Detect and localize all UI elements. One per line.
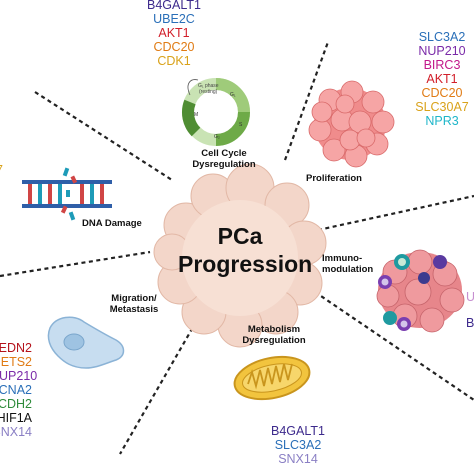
gene-name: EDN2 [0, 341, 32, 355]
gene-name: ETS2 [0, 355, 32, 369]
migration-cell-icon [47, 316, 125, 369]
spoke-immuno [317, 194, 474, 232]
category-immuno-line-1: Immuno- [322, 253, 363, 264]
mitochondrion-icon [233, 355, 311, 401]
gene-name: SLC3A2 [274, 438, 322, 452]
gene-name: CDH2 [0, 397, 32, 411]
gene-name: CDC20 [153, 40, 195, 54]
gene-name: SNX14 [278, 452, 318, 466]
gene-name: UBE2C [153, 12, 195, 26]
category-metabolism-line-1: Metabolism [247, 324, 301, 335]
category-immunomodulation: Immuno- modulation [322, 253, 373, 275]
gene-name: AKT1 [426, 72, 458, 86]
gene-name: SLC3A2 [418, 30, 466, 44]
spoke-metabolism [119, 314, 201, 455]
gene-name: B4GALT1 [147, 0, 201, 12]
category-cell-cycle: Cell Cycle Dysregulation [192, 148, 256, 170]
gene-dna-partial: 7 [0, 163, 3, 177]
category-dna-damage: DNA Damage [82, 218, 142, 229]
dna-damage-icon [22, 167, 112, 221]
gene-name: CDC20 [421, 86, 463, 100]
center-title-line-2: Progression [178, 251, 313, 277]
category-immuno-line-2: modulation [322, 264, 374, 275]
category-proliferation: Proliferation [306, 173, 362, 184]
category-metabolism-line-2: Dysregulation [242, 335, 306, 346]
resting-label: (resting) [199, 89, 218, 95]
gene-name: NUP210 [0, 369, 38, 383]
category-cell-cycle-line-2: Dysregulation [192, 159, 256, 170]
s-label: S [239, 122, 243, 128]
category-metabolism: Metabolism Dysregulation [240, 324, 308, 346]
g1-label: G₁ [230, 92, 236, 98]
gene-name: NPR3 [425, 114, 459, 128]
category-migration-line-2: Metastasis [109, 304, 159, 315]
center-title-line-1: PCa [217, 223, 263, 249]
center-title: PCa Progression [178, 222, 313, 278]
immune-cells [378, 254, 447, 331]
spoke-immuno-lower [314, 291, 474, 401]
immunomodulation-tumor-icon [376, 249, 465, 333]
gene-name: CDK1 [157, 54, 191, 68]
category-migration: Migration/ Metastasis [104, 293, 164, 315]
spoke-proliferation [283, 41, 330, 161]
gene-immuno-partial-2: B [466, 316, 474, 330]
gene-name: NUP210 [418, 44, 466, 58]
category-cell-cycle-line-1: Cell Cycle [201, 148, 247, 159]
gene-name: BIRC3 [423, 58, 461, 72]
dashed-spokes [0, 41, 474, 455]
gene-name: SNX14 [0, 425, 32, 439]
m-label: M [194, 112, 199, 118]
s-phase-label: G₁ phase [198, 83, 219, 89]
cell-cycle-ring-icon [182, 78, 250, 146]
category-migration-line-1: Migration/ [111, 293, 157, 304]
gene-immuno-partial-1: U [466, 290, 474, 304]
proliferation-tumor-icon [308, 80, 395, 168]
gene-list-dna-damage-partial: 7 [0, 163, 3, 177]
gene-name: HIF1A [0, 411, 32, 425]
central-tumor-illustration [153, 163, 327, 348]
gene-list-migration: EDN2ETS2NUP210PCNA2CDH2HIF1ASNX14 [0, 341, 38, 439]
spoke-migration [0, 250, 151, 278]
gene-name: PCNA2 [0, 383, 32, 397]
g2-label: G₂ [214, 134, 220, 140]
spoke-dna [34, 91, 173, 181]
gene-name: SLC30A7 [415, 100, 469, 114]
gene-name: AKT1 [158, 26, 190, 40]
gene-name: B4GALT1 [271, 424, 325, 438]
